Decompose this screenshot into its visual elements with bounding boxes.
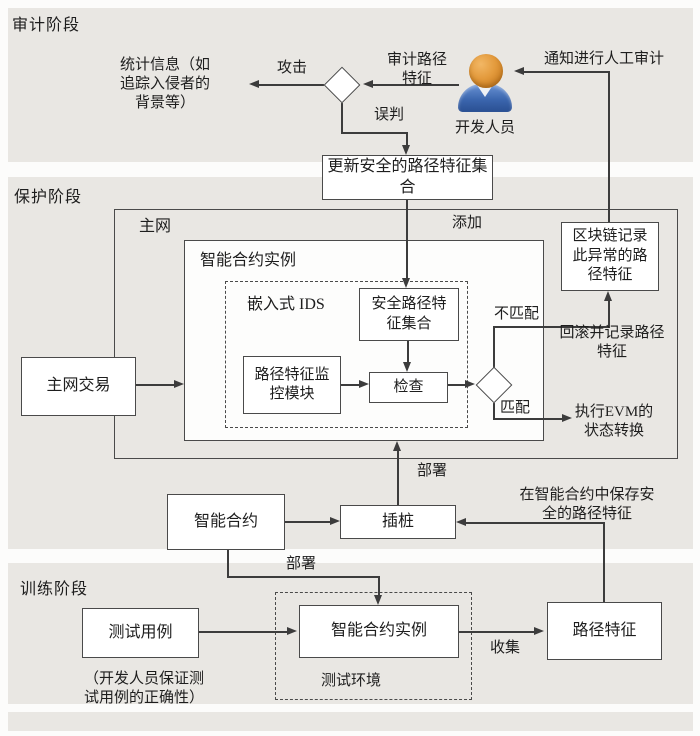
path-feature-box: 路径特征 (547, 602, 662, 660)
training-phase-label: 训练阶段 (20, 581, 89, 598)
save-path-label: 在智能合约中保存安 全的路径特征 (519, 487, 655, 522)
connector-line (406, 132, 408, 147)
collect-label: 收集 (490, 640, 521, 656)
connector-line (373, 84, 459, 86)
connector-line (466, 522, 605, 524)
developer-head-icon (469, 54, 503, 88)
embedded-ids-container (225, 281, 468, 428)
arrowhead (465, 380, 475, 388)
training-contract-instance-box: 智能合约实例 (299, 605, 459, 658)
mismatch-label: 不匹配 (494, 306, 540, 322)
contract-instance-label: 智能合约实例 (200, 252, 297, 269)
developer-note: （开发人员保证测 试用例的正确性） (84, 671, 205, 706)
deploy-label-training: 部署 (286, 556, 317, 572)
update-safe-path-box: 更新安全的路径特征集合 (322, 155, 493, 200)
embedded-ids-label: 嵌入式 IDS (247, 296, 325, 313)
bottom-strip (8, 712, 693, 731)
arrowhead (249, 80, 259, 88)
connector-line (608, 71, 610, 222)
connector-line (493, 326, 610, 328)
connector-line (493, 327, 495, 372)
test-env-label: 测试环境 (320, 673, 381, 689)
notify-label: 通知进行人工审计 (544, 51, 665, 67)
smart-contract-box: 智能合约 (167, 494, 285, 550)
audit-phase-label: 审计阶段 (12, 17, 81, 34)
arrowhead (456, 518, 466, 526)
evm-transition-label: 执行EVM的 状态转换 (574, 404, 654, 439)
audit-path-label: 审计路径 特征 (386, 52, 447, 87)
add-label: 添加 (452, 215, 483, 231)
arrowhead (403, 362, 411, 372)
connector-line (341, 384, 360, 386)
arrowhead (287, 627, 297, 635)
path-monitor-box: 路径特征监 控模块 (243, 356, 341, 414)
connector-line (258, 84, 324, 86)
arrowhead (604, 291, 612, 301)
connector-line (406, 200, 408, 280)
connector-line (448, 384, 466, 386)
connector-line (608, 299, 610, 328)
arrowhead (363, 80, 373, 88)
arrowhead (174, 380, 184, 388)
match-label: 匹配 (500, 400, 531, 416)
connector-line (603, 522, 605, 602)
connector-line (493, 418, 563, 420)
test-case-box: 测试用例 (82, 608, 199, 658)
misjudge-label: 误判 (374, 107, 405, 123)
blockchain-record-box: 区块链记录 此异常的路 径特征 (561, 222, 659, 291)
connector-line (341, 132, 408, 134)
arrowhead (562, 414, 572, 422)
test-env-container (275, 592, 472, 700)
connector-line (227, 576, 380, 578)
connector-line (378, 576, 380, 597)
developer-label: 开发人员 (454, 120, 515, 136)
arrowhead (402, 278, 410, 288)
arrowhead (534, 627, 544, 635)
attack-label: 攻击 (277, 60, 308, 76)
arrowhead (374, 595, 382, 605)
connector-line (397, 449, 399, 505)
check-box: 检查 (369, 372, 448, 403)
deploy-label-protection: 部署 (417, 463, 448, 479)
safe-path-set-box: 安全路径特 征集合 (359, 288, 459, 341)
connector-line (199, 631, 288, 633)
developer-collar-icon (477, 85, 493, 97)
arrowhead (330, 517, 340, 525)
arrowhead (359, 380, 369, 388)
instrument-box: 插桩 (340, 505, 456, 539)
connector-line (524, 71, 610, 73)
protection-phase-label: 保护阶段 (14, 189, 83, 206)
connector-line (136, 384, 174, 386)
connector-line (407, 341, 409, 364)
rollback-label: 回滚并记录路径 特征 (559, 325, 665, 360)
connector-line (341, 103, 343, 134)
connector-line (285, 521, 330, 523)
arrowhead (393, 441, 401, 451)
mainnet-label: 主网 (139, 218, 172, 235)
connector-line (459, 631, 535, 633)
mainnet-container (114, 209, 678, 459)
mainnet-tx-box: 主网交易 (21, 357, 136, 416)
stats-note: 统计信息（如 追踪入侵者的 背景等） (119, 57, 210, 111)
connector-line (227, 550, 229, 578)
connector-line (493, 403, 495, 420)
arrowhead (402, 145, 410, 155)
arrowhead (514, 67, 524, 75)
